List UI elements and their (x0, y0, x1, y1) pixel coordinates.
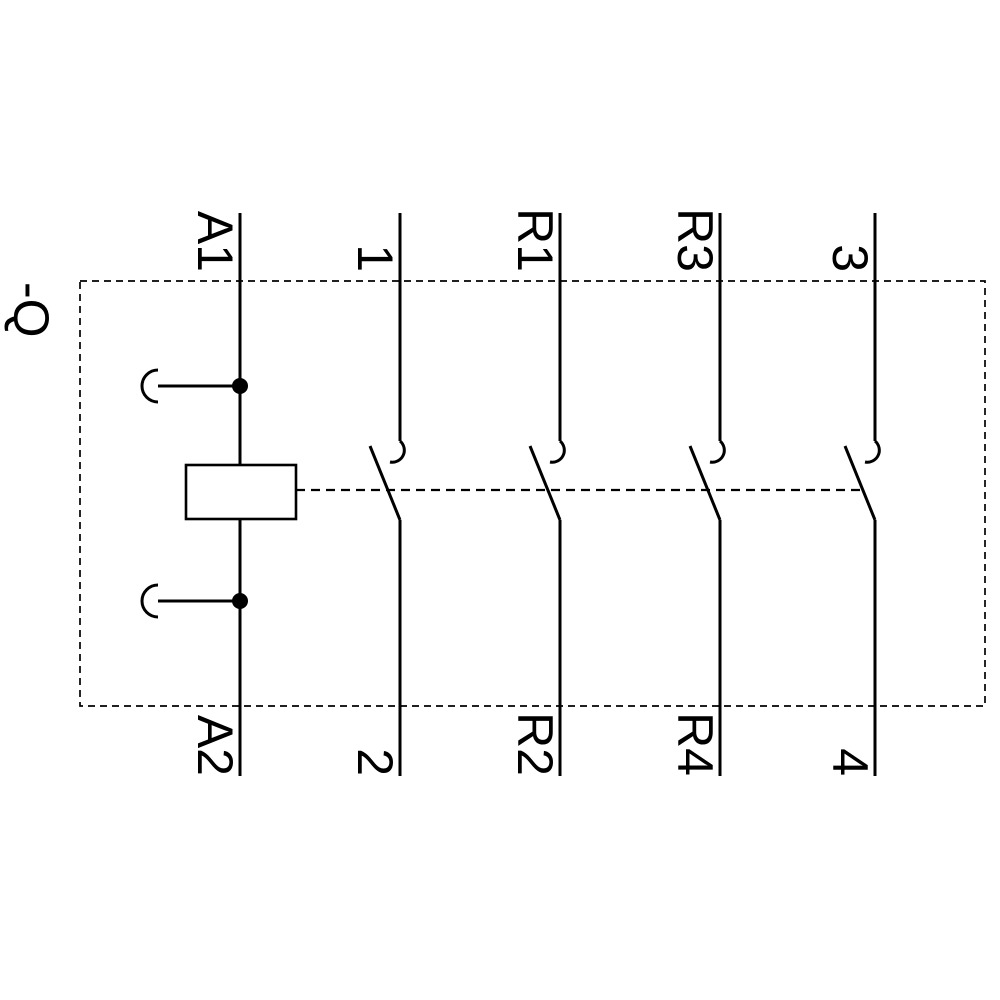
terminal-label-r3: R3 (667, 208, 723, 272)
terminal-label-2: 2 (347, 748, 403, 776)
coil-branch: A1 A2 (140, 211, 298, 776)
terminal-label-3: 3 (822, 244, 878, 272)
contact-blade (688, 445, 722, 521)
clip-terminal-arc-bottom-icon (140, 583, 159, 619)
terminal-label-r4: R4 (667, 712, 723, 776)
device-boundary-box (79, 280, 986, 707)
device-tag-label: -Q (3, 282, 59, 338)
coil-symbol (184, 463, 298, 521)
clip-terminal-arc-top-icon (140, 368, 159, 404)
terminal-label-1: 1 (347, 244, 403, 272)
contact-blade (368, 445, 402, 521)
contact-blade (843, 445, 877, 521)
contact-branch-r3-r4: R3 R4 (667, 208, 726, 776)
contact-blade (528, 445, 562, 521)
fixed-contact-arc-icon (549, 439, 566, 464)
fixed-contact-arc-icon (709, 439, 726, 464)
terminal-label-r2: R2 (507, 712, 563, 776)
fixed-contact-arc-icon (389, 439, 406, 464)
terminal-label-r1: R1 (507, 208, 563, 272)
terminal-label-a1: A1 (187, 211, 243, 272)
fixed-contact-arc-icon (864, 439, 881, 464)
contact-branch-r1-r2: R1 R2 (507, 208, 566, 776)
contact-branch-3-4: 3 4 (822, 213, 881, 776)
terminal-label-a2: A2 (187, 715, 243, 776)
contact-branch-1-2: 1 2 (347, 213, 406, 776)
terminal-label-4: 4 (822, 748, 878, 776)
